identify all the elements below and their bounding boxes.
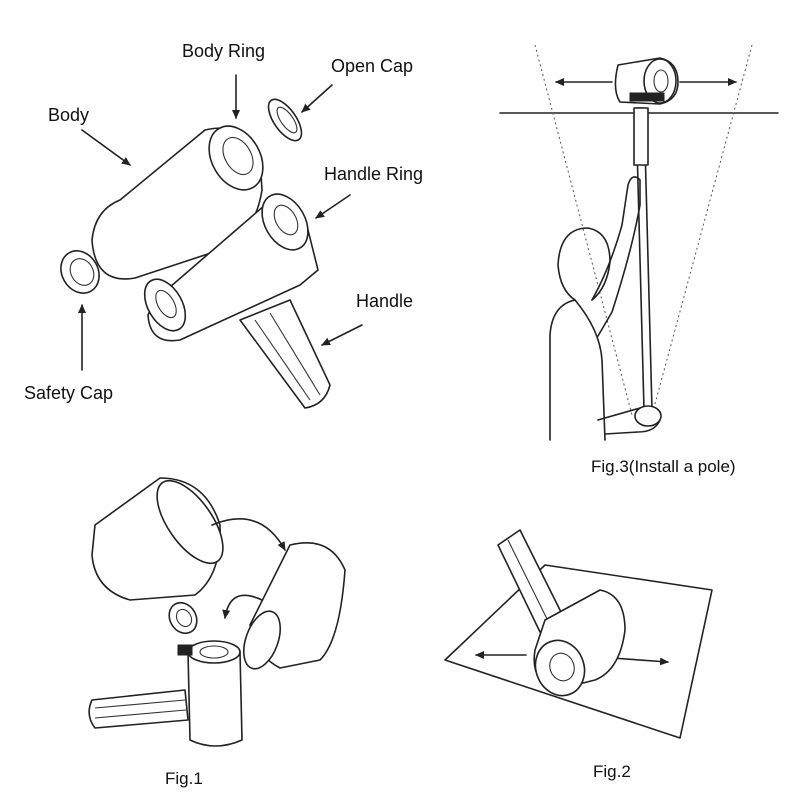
safety-cap-drawing bbox=[60, 250, 100, 294]
fig3-drawing bbox=[499, 44, 779, 441]
label-open-cap: Open Cap bbox=[331, 56, 414, 76]
handle-assembly-drawing bbox=[143, 193, 331, 409]
exploded-view bbox=[60, 74, 363, 409]
callout-arrows bbox=[78, 74, 363, 371]
caption-fig3: Fig.3(Install a pole) bbox=[591, 457, 736, 476]
label-safety-cap: Safety Cap bbox=[24, 383, 114, 403]
label-body-ring: Body Ring bbox=[182, 41, 266, 61]
open-cap-drawing bbox=[267, 98, 303, 142]
fig1-drawing bbox=[88, 477, 346, 747]
person-silhouette bbox=[549, 176, 662, 441]
label-body: Body bbox=[48, 105, 90, 125]
label-handle: Handle bbox=[356, 291, 414, 311]
body-part-drawing bbox=[91, 125, 264, 280]
label-handle-ring: Handle Ring bbox=[324, 164, 424, 184]
caption-fig1: Fig.1 bbox=[165, 769, 203, 788]
fig2-drawing bbox=[444, 529, 713, 739]
caption-fig2: Fig.2 bbox=[593, 762, 631, 781]
